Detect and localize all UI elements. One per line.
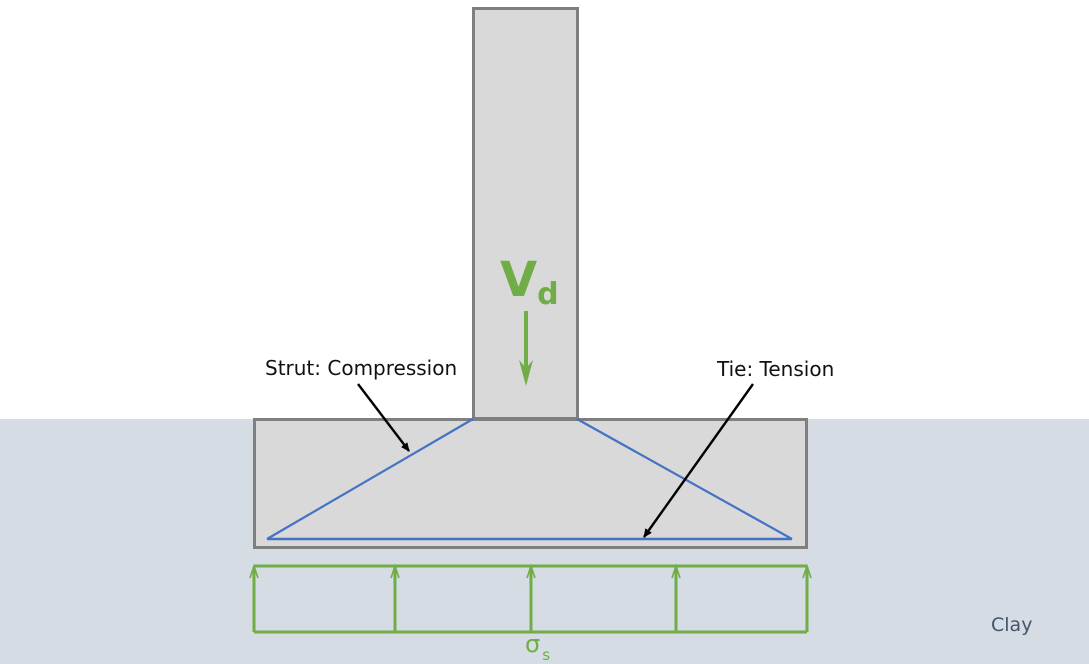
- strut-leader-arrow: [357, 383, 410, 452]
- pressure-subscript: s: [542, 646, 551, 664]
- load-arrow-head: [519, 360, 533, 386]
- load-symbol: V: [500, 252, 538, 308]
- tie-leader-arrow: [643, 383, 754, 538]
- strut-label: Strut: Compression: [265, 356, 458, 380]
- load-label: Vd: [500, 252, 559, 312]
- strut-left: [266, 418, 474, 540]
- footing: [253, 418, 808, 549]
- tie-label: Tie: Tension: [717, 357, 835, 381]
- pressure-arrowheads: [249, 563, 812, 579]
- load-subscript: d: [537, 277, 559, 312]
- pressure-symbol: σ: [525, 630, 541, 658]
- soil-type-label: Clay: [991, 614, 1033, 636]
